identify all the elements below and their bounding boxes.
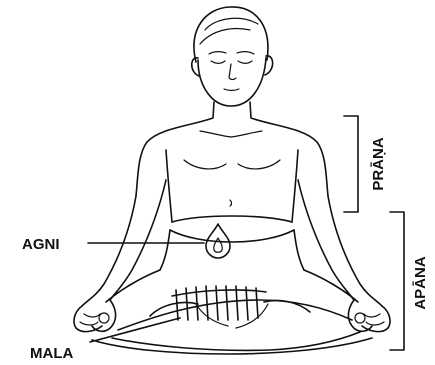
head	[192, 7, 273, 106]
prana-bracket	[344, 116, 358, 212]
mala-label: MALA	[30, 345, 73, 362]
mala-leader-line	[90, 318, 180, 342]
legs	[92, 270, 372, 354]
apana-bracket	[390, 212, 404, 350]
apana-label: APĀNA	[412, 256, 429, 310]
prana-label: PRĀṆA	[370, 137, 387, 191]
left-hand	[74, 300, 116, 332]
right-hand	[348, 300, 390, 332]
agni-label: AGNI	[22, 236, 60, 253]
